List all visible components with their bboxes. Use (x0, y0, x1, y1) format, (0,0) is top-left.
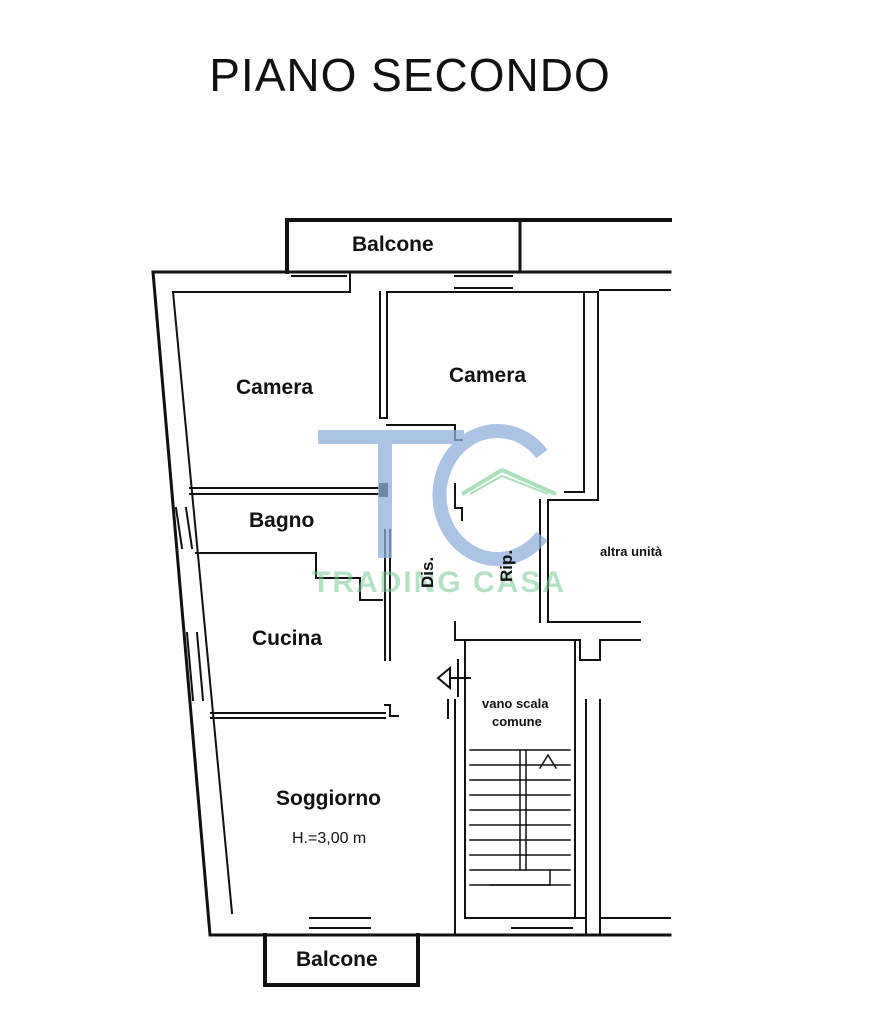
cucina-label: Cucina (252, 627, 323, 650)
dis-label: Dis. (418, 556, 437, 588)
rip-label: Rip. (497, 549, 516, 582)
balcone-bottom-label: Balcone (296, 948, 378, 971)
camera-left-label: Camera (236, 376, 314, 399)
floor-title: PIANO SECONDO (209, 49, 611, 101)
windows (174, 275, 573, 929)
vano-scala-label-line1: vano scala (482, 696, 549, 711)
watermark-logo (318, 424, 557, 566)
entrance-arrow-icon (436, 659, 471, 697)
balcony-bottom (263, 933, 420, 987)
balcone-top-label: Balcone (352, 233, 434, 256)
camera-right-label: Camera (449, 364, 527, 387)
soggiorno-label: Soggiorno (276, 787, 381, 810)
watermark-text: TRADING CASA (312, 566, 566, 599)
balcony-top (285, 218, 672, 274)
ceiling-height-label: H.=3,00 m (292, 830, 367, 847)
vano-scala-label-line2: comune (492, 714, 542, 729)
altra-unita-label: altra unità (600, 544, 663, 559)
stairs (469, 749, 571, 886)
bagno-label: Bagno (249, 509, 315, 532)
exterior-walls (151, 270, 672, 937)
